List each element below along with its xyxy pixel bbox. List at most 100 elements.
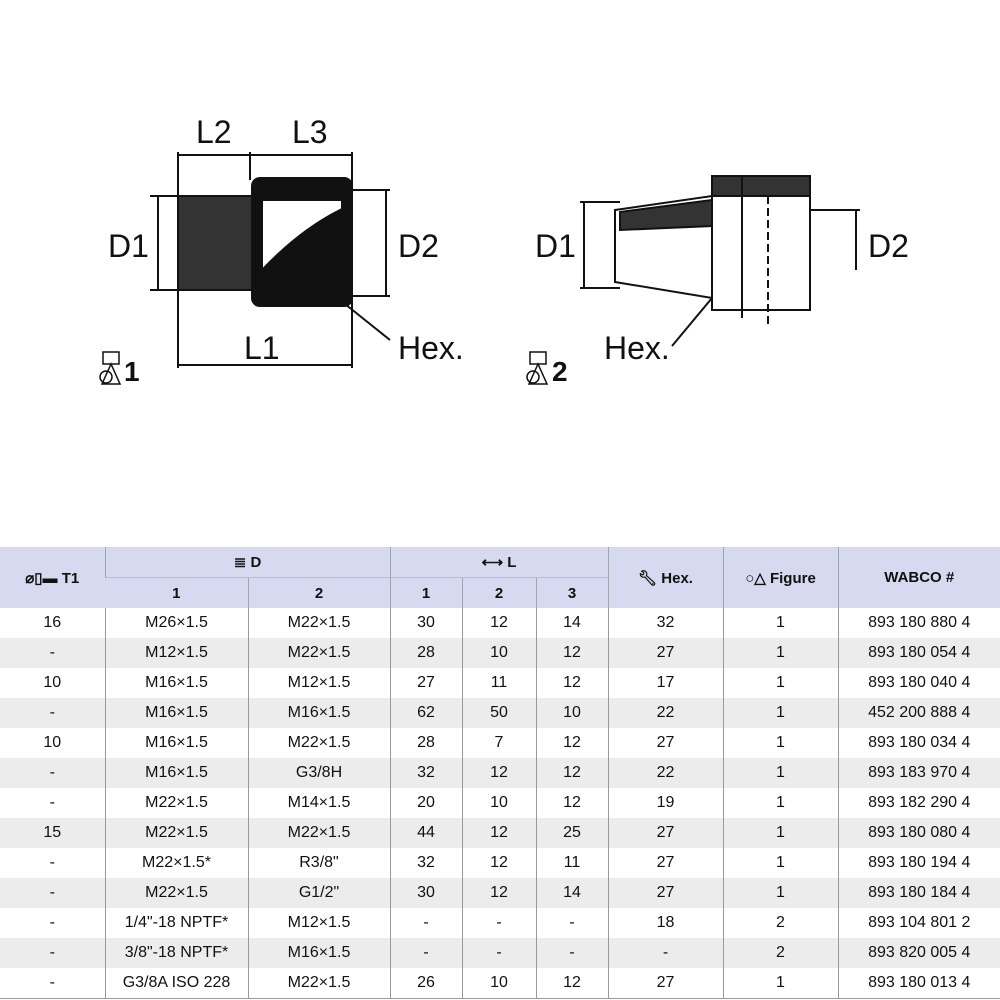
table-cell: 19: [607, 788, 723, 818]
header-d: ≣ D: [104, 547, 390, 578]
table-cell: 1/4"-18 NPTF*: [104, 908, 248, 938]
table-cell: -: [0, 758, 105, 788]
table-cell: -: [607, 938, 723, 968]
table-cell: 12: [461, 848, 536, 878]
table-cell: 22: [607, 758, 723, 788]
table-cell: 22: [607, 698, 723, 728]
table-cell: 1: [722, 968, 838, 999]
table-cell: 14: [535, 608, 608, 638]
table-cell: 893 180 080 4: [837, 818, 1000, 848]
table-cell: 18: [607, 908, 723, 938]
technical-drawings: [99, 152, 860, 385]
table-cell: 27: [389, 668, 462, 698]
wrench-icon: 🔧︎: [638, 569, 662, 587]
label-l3: L3: [292, 114, 328, 150]
table-cell: 14: [535, 878, 608, 908]
table-cell: -: [461, 938, 536, 968]
table-cell: 893 180 040 4: [837, 668, 1000, 698]
table-cell: 32: [607, 608, 723, 638]
table-cell: M22×1.5: [247, 968, 390, 999]
table-cell: 1: [722, 728, 838, 758]
table-cell: 12: [461, 608, 536, 638]
table-cell: 11: [461, 668, 536, 698]
table-cell: 893 180 013 4: [837, 968, 1000, 999]
table-cell: 893 180 034 4: [837, 728, 1000, 758]
product-table: ⌀▯▬ T1 ≣ D ⟷ L 🔧︎ Hex. ○△ Figure WABCO #…: [0, 547, 1000, 999]
table-cell: 27: [607, 728, 723, 758]
table-cell: M22×1.5: [247, 818, 390, 848]
table-cell: 27: [607, 638, 723, 668]
thread-icon: ≣: [233, 554, 251, 571]
table-cell: 893 182 290 4: [837, 788, 1000, 818]
table-cell: M16×1.5: [247, 938, 390, 968]
header-figure: ○△ Figure: [722, 547, 838, 608]
table-cell: M16×1.5: [104, 728, 248, 758]
tube-diameter-icon: ⌀▯▬: [25, 569, 62, 587]
table-cell: M26×1.5: [104, 608, 248, 638]
table-cell: 12: [461, 758, 536, 788]
table-cell: M22×1.5*: [104, 848, 248, 878]
header-l1: 1: [389, 577, 462, 608]
table-cell: G3/8H: [247, 758, 390, 788]
header-d2: 2: [247, 577, 390, 608]
table-cell: 30: [389, 878, 462, 908]
table-cell: M12×1.5: [104, 638, 248, 668]
table-cell: -: [535, 908, 608, 938]
table-cell: 32: [389, 848, 462, 878]
figure-icons: [99, 351, 549, 385]
table-cell: 12: [535, 788, 608, 818]
table-cell: 50: [461, 698, 536, 728]
table-cell: M16×1.5: [104, 698, 248, 728]
table-cell: M22×1.5: [247, 728, 390, 758]
table-cell: -: [535, 938, 608, 968]
table-cell: -: [49, 854, 55, 871]
header-l2: 2: [461, 577, 536, 608]
table-cell: 10: [461, 968, 536, 999]
table-cell: 12: [461, 878, 536, 908]
table-cell: M16×1.5: [104, 758, 248, 788]
table-cell: 893 180 054 4: [837, 638, 1000, 668]
figure-icon: ○△: [745, 569, 770, 587]
table-cell: 12: [535, 638, 608, 668]
table-cell: 15: [0, 818, 105, 848]
table-cell: -: [389, 908, 462, 938]
table-cell: 11: [535, 848, 608, 878]
table-cell: 62: [389, 698, 462, 728]
table-cell: G1/2": [247, 878, 390, 908]
label-hex-fig2: Hex.: [604, 330, 670, 366]
table-cell: -: [461, 908, 536, 938]
table-cell: M22×1.5: [104, 878, 248, 908]
header-l3: 3: [535, 577, 608, 608]
table-cell: M16×1.5: [247, 698, 390, 728]
header-t1: ⌀▯▬ T1: [0, 547, 105, 608]
label-d2: D2: [398, 228, 439, 264]
table-cell: 1: [722, 638, 838, 668]
table-cell: 44: [389, 818, 462, 848]
table-cell: 12: [535, 758, 608, 788]
table-cell: 893 180 194 4: [837, 848, 1000, 878]
header-l: ⟷ L: [389, 547, 608, 578]
header-hex: 🔧︎ Hex.: [607, 547, 723, 608]
table-cell: 28: [389, 638, 462, 668]
table-cell: 2: [722, 938, 838, 968]
table-cell: 10: [461, 788, 536, 818]
table-cell: 26: [389, 968, 462, 999]
table-cell: 32: [389, 758, 462, 788]
table-cell: 893 820 005 4: [837, 938, 1000, 968]
header-wabco: WABCO #: [837, 547, 1000, 608]
table-cell: 28: [389, 728, 462, 758]
table-cell: 1: [722, 668, 838, 698]
table-cell: 16: [43, 614, 62, 631]
table-cell: M22×1.5: [247, 608, 390, 638]
table-cell: 893 180 184 4: [837, 878, 1000, 908]
table-cell: 1: [722, 698, 838, 728]
